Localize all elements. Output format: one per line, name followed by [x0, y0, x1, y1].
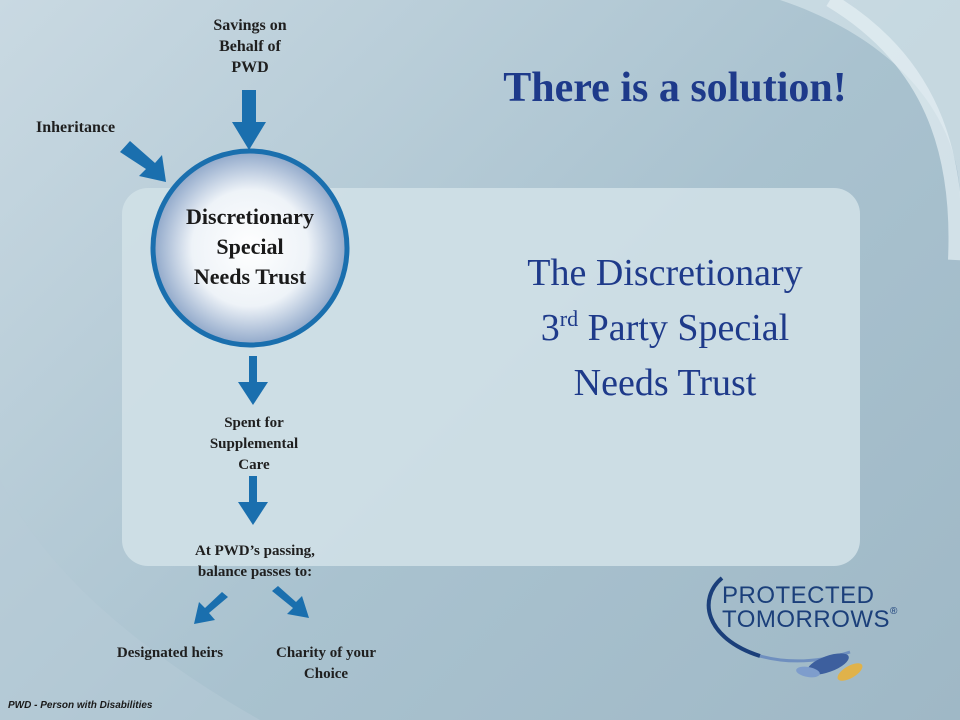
arrow-inheritance-icon — [120, 141, 166, 182]
trust-line-1: Discretionary — [186, 204, 314, 229]
spent-line-3: Care — [238, 457, 270, 473]
slide-title: There is a solution! — [503, 65, 847, 111]
passing-line-2: balance passes to: — [197, 564, 313, 580]
savings-line-3: PWD — [231, 59, 269, 76]
arrow-to-charity-icon — [272, 586, 309, 618]
charity-line-1: Charity of your — [276, 645, 376, 661]
logo-emblem — [706, 576, 863, 681]
registered-mark: ® — [890, 606, 898, 617]
inheritance-label: Inheritance — [36, 119, 116, 136]
spent-label: Spent for Supplemental Care — [186, 413, 322, 476]
heirs-label: Designated heirs — [116, 645, 224, 661]
charity-line-2: Choice — [303, 666, 349, 682]
subtitle-number: 3 — [540, 307, 560, 349]
subtitle-line-1: The Discretionary — [527, 252, 803, 294]
arrow-savings-icon — [232, 90, 266, 150]
arrow-to-heirs-icon — [194, 592, 228, 624]
trust-circle — [150, 148, 350, 348]
subtitle-party-text: Party Special — [578, 307, 790, 349]
trust-line-2: Special — [216, 234, 284, 259]
subtitle-line-2: 3rd Party Special — [430, 301, 900, 356]
passing-line-1: At PWD’s passing, — [195, 543, 315, 559]
logo-line-2-text: TOMORROWS — [722, 606, 891, 633]
subtitle-line-3: Needs Trust — [573, 362, 757, 404]
arrow-to-spent-icon — [238, 356, 268, 405]
spent-line-2: Supplemental — [209, 436, 299, 452]
trust-line-3: Needs Trust — [193, 264, 307, 289]
slide-subtitle: The Discretionary 3rd Party Special Need… — [430, 246, 900, 411]
trust-label: Discretionary Special Needs Trust — [160, 202, 340, 292]
logo-line-2: TOMORROWS® — [722, 606, 898, 634]
passing-label: At PWD’s passing, balance passes to: — [170, 541, 340, 583]
charity-label: Charity of your Choice — [258, 643, 394, 685]
savings-line-2: Behalf of — [219, 38, 281, 55]
spent-line-1: Spent for — [224, 415, 284, 431]
logo-line-1: PROTECTED — [722, 582, 875, 609]
savings-line-1: Savings on — [213, 17, 287, 34]
footnote: PWD - Person with Disabilities — [8, 700, 153, 711]
subtitle-ordinal: rd — [559, 306, 579, 331]
arrow-to-passing-icon — [238, 476, 268, 525]
savings-label: Savings on Behalf of PWD — [190, 15, 310, 78]
